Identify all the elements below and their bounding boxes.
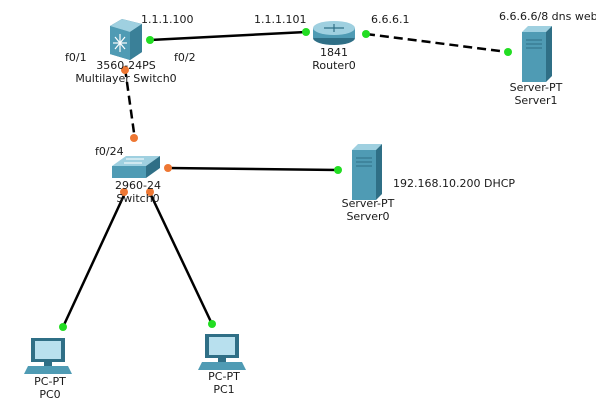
pc1-icon[interactable]: [198, 334, 246, 370]
link-light-pc1: [208, 320, 216, 328]
server1-icon[interactable]: [522, 26, 552, 82]
server0-model-label: Server-PT: [341, 197, 395, 210]
pc1-model-label: PC-PT: [208, 370, 240, 383]
link-light-server1: [504, 48, 512, 56]
link-light-switch-pc0: [120, 188, 128, 196]
mls-name-label: Multilayer Switch0: [75, 72, 177, 85]
link-light-switch-f024: [130, 134, 138, 142]
router-model-label: 1841: [320, 46, 348, 59]
link-light-pc0: [59, 323, 67, 331]
switch-f024-label: f0/24: [95, 145, 124, 158]
cable-switch-pc0[interactable]: [61, 192, 127, 328]
pc1-name-label: PC1: [213, 383, 235, 396]
server1-note: 6.6.6.6/8 dns web: [499, 10, 596, 23]
cable-mls-router[interactable]: [149, 30, 307, 42]
pc0-model-label: PC-PT: [34, 375, 66, 388]
link-light-server0: [334, 166, 342, 174]
server0-name-label: Server0: [346, 210, 390, 223]
link-light-switch-server0: [164, 164, 172, 172]
router-name-label: Router0: [312, 59, 356, 72]
server0-note: 192.168.10.200 DHCP: [393, 177, 516, 190]
mls-model-label: 3560-24PS: [96, 59, 156, 72]
switch-name-label: Switch0: [116, 192, 160, 205]
mls-f01-label: f0/1: [65, 51, 87, 64]
switch-model-label: 2960-24: [115, 179, 161, 192]
router-ip-label: 1.1.1.101: [254, 13, 307, 26]
cables: [61, 30, 509, 328]
link-light-router-f0: [302, 28, 310, 36]
link-light-mls-f02: [146, 36, 154, 44]
pc0-name-label: PC0: [39, 388, 61, 401]
link-lights: [59, 28, 512, 331]
cable-mls-switch[interactable]: [123, 67, 137, 141]
cable-switch-server0[interactable]: [167, 166, 339, 172]
server1-model-label: Server-PT: [509, 81, 563, 94]
mls-f02-label: f0/2: [174, 51, 196, 64]
link-light-switch-pc1: [146, 188, 154, 196]
pc0-icon[interactable]: [24, 338, 72, 374]
mls-ip-label: 1.1.1.100: [141, 13, 194, 26]
server1-name-label: Server1: [514, 94, 558, 107]
server0-icon[interactable]: [352, 144, 382, 200]
switch-icon[interactable]: [112, 156, 160, 178]
router-icon[interactable]: [313, 21, 355, 45]
multilayer-switch-icon[interactable]: [110, 19, 142, 60]
cable-switch-pc1[interactable]: [148, 192, 214, 325]
cable-router-server1[interactable]: [365, 32, 509, 54]
link-light-mls-f01: [121, 66, 129, 74]
link-light-router-f1: [362, 30, 370, 38]
router-ip2-label: 6.6.6.1: [371, 13, 410, 26]
